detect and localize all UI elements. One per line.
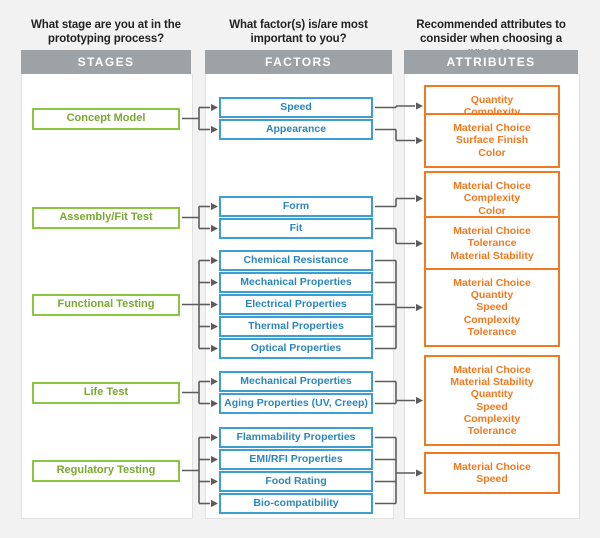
node-line: Form [282, 199, 310, 212]
factor-box[interactable]: Optical Properties [219, 338, 373, 359]
node-line: Quantity [470, 388, 514, 401]
node-line: Aging Properties (UV, Creep) [224, 396, 368, 409]
node-line: Bio-compatibility [253, 496, 339, 509]
stage-box[interactable]: Concept Model [32, 108, 180, 130]
stage-box[interactable]: Assembly/Fit Test [32, 207, 180, 229]
node-line: Speed [476, 400, 508, 413]
node-line: Material Choice [453, 363, 531, 376]
node-line: Speed [476, 473, 508, 485]
node-line: Regulatory Testing [56, 464, 156, 477]
node-line: Color [478, 204, 506, 217]
column-header-factors: FACTORS [205, 50, 392, 74]
node-line: Fit [289, 221, 303, 234]
node-line: Chemical Resistance [243, 253, 349, 266]
stage-box[interactable]: Life Test [32, 382, 180, 404]
factor-box[interactable]: Thermal Properties [219, 316, 373, 337]
node-line: Material Choice [453, 276, 531, 289]
factor-box[interactable]: Appearance [219, 119, 373, 140]
column-header-stages: STAGES [21, 50, 191, 74]
node-line: Electrical Properties [245, 297, 347, 310]
factor-box[interactable]: Electrical Properties [219, 294, 373, 315]
node-line: Tolerance [467, 424, 517, 437]
node-line: EMI/RFI Properties [249, 452, 343, 465]
node-line: Mechanical Properties [240, 275, 352, 288]
factor-box[interactable]: Aging Properties (UV, Creep) [219, 393, 373, 414]
node-line: Optical Properties [250, 341, 342, 354]
node-line: Complexity [463, 412, 521, 425]
factor-box[interactable]: Form [219, 196, 373, 217]
factor-box[interactable]: Bio-compatibility [219, 493, 373, 514]
node-line: Life Test [83, 386, 129, 399]
factor-box[interactable]: Speed [219, 97, 373, 118]
node-line: Flammability Properties [236, 430, 356, 443]
node-line: Tolerance [467, 325, 517, 338]
factor-box[interactable]: Mechanical Properties [219, 272, 373, 293]
node-line: Complexity [463, 192, 521, 205]
node-line: Material Choice [453, 180, 531, 193]
stage-box[interactable]: Functional Testing [32, 294, 180, 316]
node-line: Material Choice [453, 122, 531, 135]
factor-box[interactable]: Fit [219, 218, 373, 239]
stage-box[interactable]: Regulatory Testing [32, 460, 180, 482]
node-line: Mechanical Properties [240, 374, 352, 387]
node-line: Concept Model [66, 112, 146, 125]
node-line: Surface Finish [455, 134, 529, 147]
node-line: Appearance [265, 122, 327, 135]
node-line: Assembly/Fit Test [59, 211, 153, 224]
node-line: Color [478, 146, 506, 159]
node-line: Functional Testing [57, 298, 155, 311]
node-line: Quantity [470, 289, 514, 302]
node-line: Material Choice [453, 460, 531, 473]
node-line: Material Choice [453, 225, 531, 238]
factor-box[interactable]: Mechanical Properties [219, 371, 373, 392]
node-line: Speed [280, 100, 312, 113]
node-line: Speed [476, 301, 508, 314]
node-line: Thermal Properties [248, 319, 344, 332]
column-header-attributes: ATTRIBUTES [404, 50, 578, 74]
factor-box[interactable]: EMI/RFI Properties [219, 449, 373, 470]
node-line: Material Stability [450, 249, 534, 262]
node-line: Quantity [470, 93, 514, 106]
node-line: Complexity [463, 313, 521, 326]
node-line: Tolerance [467, 237, 517, 250]
node-line: Material Stability [450, 376, 534, 389]
factor-box[interactable]: Chemical Resistance [219, 250, 373, 271]
factor-box[interactable]: Food Rating [219, 471, 373, 492]
factor-box[interactable]: Flammability Properties [219, 427, 373, 448]
node-line: Food Rating [265, 474, 327, 487]
